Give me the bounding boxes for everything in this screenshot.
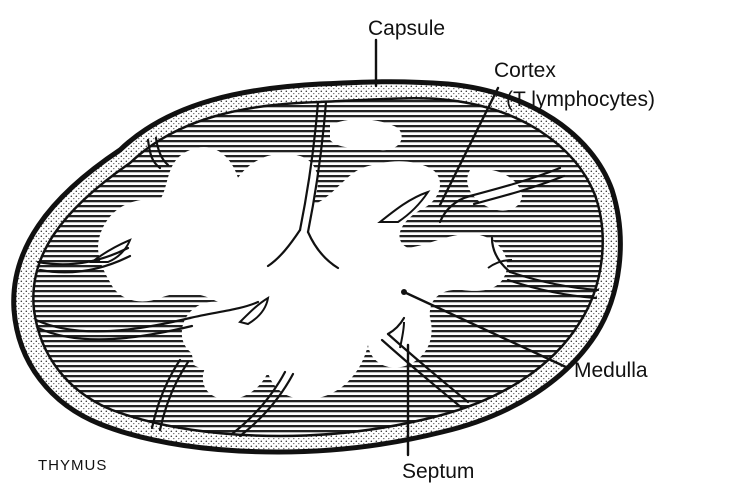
medulla-label: Medulla <box>574 359 648 382</box>
capsule-label: Capsule <box>368 17 445 40</box>
septum-label: Septum <box>402 460 474 483</box>
cortex-label: Cortex <box>494 59 556 82</box>
cortex-sublabel: (T lymphocytes) <box>506 88 655 111</box>
figure-caption: THYMUS <box>38 457 107 474</box>
medulla-pointer-dot <box>401 289 407 295</box>
